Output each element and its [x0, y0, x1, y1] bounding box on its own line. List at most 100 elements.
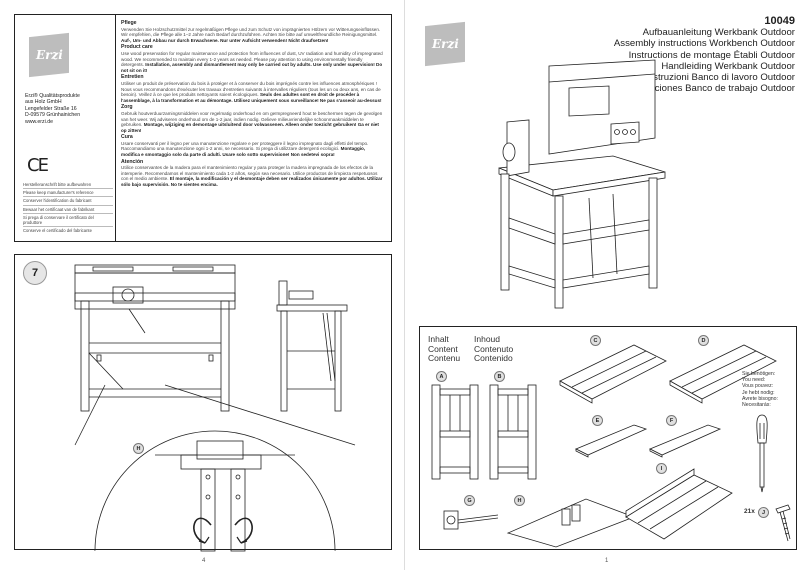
care-section: Zorg Gebruik houtverduurzamingsmiddelen …: [121, 105, 385, 133]
company-line: aus Holz GmbH: [25, 99, 62, 106]
care-section: Entretien Utiliser un produit de préserv…: [121, 75, 385, 103]
care-section: Pflege Verwenden Sie Holzschutzmittel zu…: [121, 20, 385, 43]
you-need-line: Avrete bisogno:: [742, 395, 778, 402]
you-need-line: Je hebt nodig:: [742, 389, 775, 396]
part-d-panel: [669, 344, 777, 404]
workbench-isometric: [498, 59, 666, 309]
part-a-frame: [431, 384, 479, 480]
contents-label: Content: [428, 343, 458, 354]
contents-label: Contenu: [428, 353, 461, 364]
contents-label: Contenuto: [474, 343, 514, 354]
part-label-d: D: [698, 335, 709, 346]
contents-labels: Inhalt Inhoud Content Contenuto Contenu …: [428, 334, 538, 364]
screwdriver-icon: [756, 414, 768, 493]
care-body: Verwenden Sie Holzschutzmittel zur regel…: [121, 26, 381, 38]
part-label-g: G: [464, 495, 475, 506]
care-section: Cura Usare conservanti per il legno per …: [121, 135, 385, 157]
title-line: Instrucciones Banco de trabajo Outdoor: [625, 83, 795, 95]
title-block: 10049 Aufbauanleitung Werkbank Outdoor A…: [613, 15, 795, 95]
part-e-board: [575, 424, 648, 458]
logo-text: Erzi: [35, 48, 63, 62]
keep-note: Please keep manufacturer's reference: [23, 189, 113, 198]
part-label-j: J: [758, 507, 769, 518]
title-line: Aufbauanleitung Werkbank Outdoor: [642, 27, 795, 39]
care-warning: Montage, wijziging en demontage uitsluit…: [121, 122, 379, 133]
erzi-logo: Erzi: [425, 21, 465, 67]
page-number: 1: [605, 558, 609, 564]
care-heading: Pflege: [121, 20, 137, 26]
page-number: 4: [202, 558, 206, 564]
part-g-vise: [443, 510, 499, 530]
keep-note: Conserve el certificado del fabricante: [23, 228, 92, 234]
part-label-a: A: [436, 371, 447, 382]
logo-text: Erzi: [431, 37, 459, 51]
care-body: Utiliser un produit de préservation du b…: [121, 80, 381, 98]
title-line: Handleiding Werkbank Outdoor: [661, 60, 795, 72]
part-label-c: C: [590, 335, 601, 346]
erzi-logo: Erzi: [29, 32, 69, 78]
care-warning: Seuls des adultes sont en droit de procé…: [121, 92, 382, 103]
part-h-board: [506, 498, 636, 548]
keep-notes: Herstelleranschrift bitte aufbewahren Pl…: [23, 181, 113, 234]
part-i-tray: [625, 468, 733, 540]
detail-magnifier: [74, 384, 356, 552]
company-line: D-09579 Grünhainichen: [25, 112, 81, 119]
care-warning: Auf-, Um- und Abbau nur durch Erwachsene…: [121, 37, 329, 43]
screw-count: 21x: [744, 508, 755, 515]
company-line: Lengefelder Straße 16: [25, 105, 77, 112]
screw-icon: [775, 504, 791, 542]
company-line: www.erzi.de: [25, 118, 53, 125]
contents-label: Contenido: [474, 353, 513, 364]
part-label-h: H: [514, 495, 525, 506]
you-need-line: Sie benötigen:: [742, 371, 776, 377]
care-body: Gebruik houtverduurzamingsmiddelen voor …: [121, 110, 383, 128]
company-address: Erzi® Qualitätsprodukte aus Holz GmbH Le…: [25, 93, 113, 125]
keep-note: Bewaar het certificaat van de fabrikant: [23, 206, 113, 214]
keep-note: Herstelleranschrift bitte aufbewahren: [23, 181, 113, 190]
care-section: Atención Utilice conservantes de la made…: [121, 158, 385, 188]
keep-note: Conserver l'identification du fabricant: [23, 197, 113, 206]
workbench-front-view: [74, 264, 236, 412]
contents-label: Inhalt: [428, 334, 449, 344]
step-number: 7: [23, 261, 47, 285]
care-section: Product care Use wood preservation for r…: [121, 45, 385, 73]
care-text: Pflege Verwenden Sie Holzschutzmittel zu…: [121, 19, 385, 188]
care-body: Utilice conservantes de la madera para e…: [121, 165, 378, 182]
care-heading: Cura: [121, 134, 133, 141]
part-label-b: B: [494, 371, 505, 382]
care-warning: El montaje, la modificación y el desmont…: [121, 176, 383, 188]
care-body: Usare conservanti per il legno per una m…: [121, 140, 369, 152]
title-line: Instructions de montage Établi Outdoor: [628, 49, 795, 61]
you-need-line: Vous pouvez:: [742, 383, 774, 390]
info-box: Erzi Erzi® Qualitätsprodukte aus Holz Gm…: [14, 14, 392, 242]
part-b-frame: [489, 384, 537, 480]
article-number: 10049: [764, 15, 795, 27]
title-line: Assembly instructions Workbench Outdoor: [613, 38, 795, 50]
keep-note: Si prega di conservare il certificato de…: [23, 214, 113, 228]
you-need-line: You need:: [742, 377, 766, 384]
contents-label: Inhoud: [474, 334, 500, 344]
you-need-list: Sie benötigen: You need: Vous pouvez: Je…: [742, 371, 798, 408]
left-page: Erzi Erzi® Qualitätsprodukte aus Holz Gm…: [0, 0, 404, 570]
you-need-line: Necesitarás:: [742, 402, 771, 409]
company-line: Erzi® Qualitätsprodukte: [25, 93, 80, 99]
care-heading: Entretien: [121, 74, 144, 81]
care-warning: Installation, assembly and dismantlement…: [121, 62, 383, 73]
care-heading: Product care: [121, 44, 153, 51]
care-heading: Zorg: [121, 104, 133, 111]
ce-mark: CE: [27, 155, 49, 176]
step-7-box: 7: [14, 254, 392, 552]
divider: [115, 15, 116, 241]
part-label-f: F: [666, 415, 677, 426]
part-label-h: H: [133, 443, 144, 454]
part-label-e: E: [592, 415, 603, 426]
part-c-panel: [559, 344, 667, 404]
workbench-side-view: [276, 280, 348, 412]
part-label-i: I: [656, 463, 667, 474]
care-warning: Montaggio, modifica e smontaggio solo da…: [121, 146, 366, 158]
title-line: Istruzioni Banco di lavoro Outdoor: [650, 72, 795, 84]
part-f-board: [649, 424, 722, 458]
care-heading: Atención: [121, 158, 144, 165]
care-body: Use wood preservation for regular mainte…: [121, 50, 383, 68]
contents-box: Inhalt Inhoud Content Contenuto Contenu …: [419, 326, 797, 550]
